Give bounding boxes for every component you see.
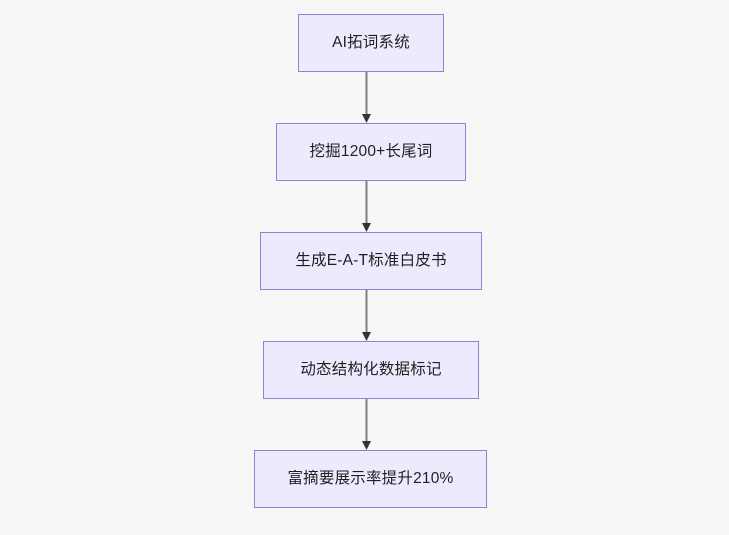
- arrowhead-icon: [362, 332, 371, 341]
- flow-node-n1[interactable]: AI拓词系统: [298, 14, 444, 72]
- arrowhead-icon: [362, 114, 371, 123]
- flow-node-label: 富摘要展示率提升210%: [287, 469, 454, 487]
- flow-edge-n3-to-n4: [361, 290, 372, 341]
- flow-edge-n1-to-n2: [361, 72, 372, 123]
- flow-node-label: 生成E-A-T标准白皮书: [295, 251, 447, 269]
- flow-node-n4[interactable]: 动态结构化数据标记: [263, 341, 479, 399]
- flow-node-label: AI拓词系统: [332, 33, 410, 51]
- flow-edge-n2-to-n3: [361, 181, 372, 232]
- arrowhead-icon: [362, 223, 371, 232]
- flow-node-label: 挖掘1200+长尾词: [309, 142, 433, 160]
- flow-node-n3[interactable]: 生成E-A-T标准白皮书: [260, 232, 482, 290]
- flow-edge-n4-to-n5: [361, 399, 372, 450]
- flow-node-label: 动态结构化数据标记: [300, 360, 442, 378]
- flow-node-n5[interactable]: 富摘要展示率提升210%: [254, 450, 487, 508]
- flow-node-n2[interactable]: 挖掘1200+长尾词: [276, 123, 466, 181]
- arrowhead-icon: [362, 441, 371, 450]
